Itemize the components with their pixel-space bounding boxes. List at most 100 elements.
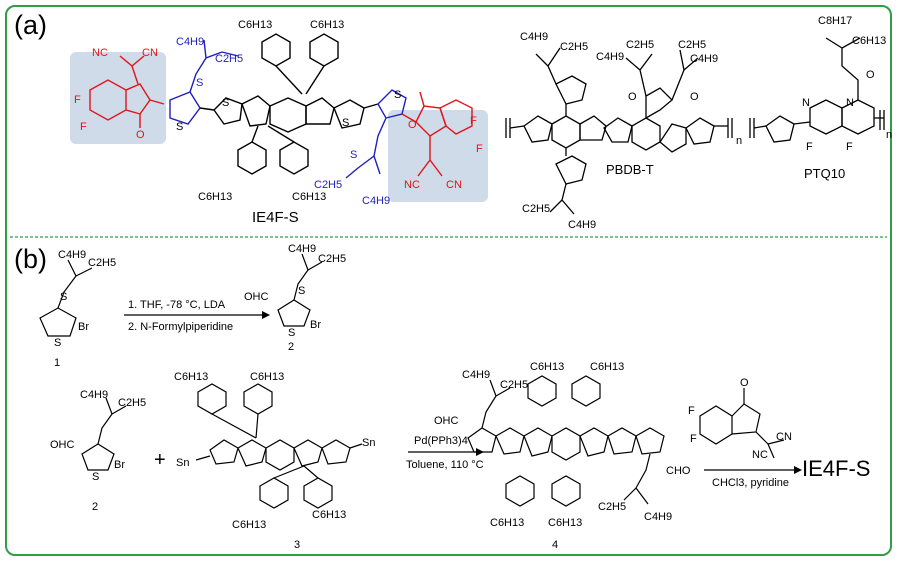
step1-cond1: 1. THF, -78 °C, LDA (128, 299, 226, 311)
ie4fs-s-core-right: S (342, 117, 349, 129)
cmpd1-number: 1 (54, 357, 60, 369)
ptq10-n: n (886, 129, 892, 141)
step3-f2: F (690, 433, 697, 445)
step2-solvent: Toluene, 110 °C (406, 459, 484, 471)
ie4fs-f2: F (80, 121, 87, 133)
pbdbt-o-a: O (628, 91, 637, 103)
cmpd3-number: 3 (294, 539, 300, 551)
cmpd4-c6h13-1: C6H13 (530, 361, 564, 373)
pbdbt-c4h9-bottom: C4H9 (568, 219, 596, 231)
ie4fs-left-chain: S C4H9 C2H5 (176, 36, 243, 89)
cmpd3-c6h13-3: C6H13 (232, 519, 266, 531)
cmpd2-s-side: S (298, 285, 305, 297)
ie4fs-cn-left: CN (142, 47, 158, 59)
pbdbt-c2h5-c: C2H5 (626, 39, 654, 51)
cmpd2-structure (277, 253, 323, 327)
ie4fs-s-left-ring: S (176, 121, 183, 133)
step3-conditions: CHCl3, pyridine (712, 477, 789, 489)
ptq10-labels: C8H17 C6H13 O N N F F n (802, 15, 892, 153)
cmpd2-number: 2 (288, 341, 294, 353)
ptq10-n2: N (846, 97, 854, 109)
cmpd1-structure (39, 259, 93, 337)
ie4fs-right-chain: S C2H5 C4H9 (314, 149, 390, 207)
cmpd4-c2h5: C2H5 (500, 379, 528, 391)
ie4fs-cn-right: CN (446, 179, 462, 191)
panel-a-label: (a) (14, 10, 47, 40)
cmpd4-c6h13-2: C6H13 (590, 361, 624, 373)
ie4fs-s-left-chain: S (196, 77, 203, 89)
cmpd2-c2h5: C2H5 (318, 253, 346, 265)
ie4fs-f4: F (476, 143, 483, 155)
pbdbt-c2h5-d: C2H5 (678, 39, 706, 51)
ptq10-c8h17: C8H17 (818, 15, 852, 27)
step3-reagent-labels: O F F CN NC (688, 377, 792, 461)
cmpd4-c6h13-4: C6H13 (548, 517, 582, 529)
ie4fs-c4h9-top: C4H9 (176, 36, 204, 48)
ie4fs-core-labels: S S C6H13 C6H13 C6H13 C6H13 (198, 19, 349, 203)
ptq10-c6h13: C6H13 (852, 35, 886, 47)
ie4fs-highlight-right (388, 110, 488, 202)
pbdbt-c4h9-b: C4H9 (596, 51, 624, 63)
pbdbt-c4h9-d: C4H9 (690, 53, 718, 65)
cmpd4-structure (467, 375, 665, 507)
ie4fs-s-right-chain: S (350, 149, 357, 161)
step1-cond2: 2. N-Formylpiperidine (128, 321, 233, 333)
ie4fs-left-texts: NC CN F F O (74, 47, 158, 141)
ie4fs-c2h5-bottom: C2H5 (314, 179, 342, 191)
pbdbt-labels: n C4H9 C2H5 C2H5 C4H9 C2H5 C4H9 O O C2H5… (520, 31, 742, 231)
ie4fs-c4h9-bottom: C4H9 (362, 195, 390, 207)
cmpd2-labels: C4H9 C2H5 OHC S Br S 2 (244, 243, 346, 353)
step2-cmpd2-c2h5: C2H5 (118, 397, 146, 409)
ptq10-f2: F (846, 141, 853, 153)
pbdbt-structure (505, 47, 733, 215)
cmpd2-s-ring: S (288, 327, 295, 339)
cmpd4-c4h9-b: C4H9 (644, 511, 672, 523)
cmpd1-labels: C4H9 C2H5 S Br S 1 (54, 249, 116, 369)
step2-plus: + (154, 449, 166, 471)
panel-b-label: (b) (14, 244, 47, 274)
cmpd4-cho: CHO (666, 465, 691, 477)
cmpd2-c4h9: C4H9 (288, 243, 316, 255)
cmpd1-c4h9: C4H9 (58, 249, 86, 261)
cmpd4-ohc: OHC (434, 415, 459, 427)
cmpd3-c6h13-4: C6H13 (312, 509, 346, 521)
cmpd3-c6h13-1: C6H13 (174, 371, 208, 383)
cmpd1-s-ring: S (54, 337, 61, 349)
cmpd2-br: Br (310, 319, 321, 331)
ie4fs-nc-right: NC (404, 179, 420, 191)
step3-nc: NC (752, 449, 768, 461)
ie4fs-core (199, 33, 379, 175)
cmpd1-s-side: S (60, 291, 67, 303)
ie4fs-c6h13-4: C6H13 (292, 191, 326, 203)
ie4fs-left-endgroup (89, 55, 165, 128)
step2-cmpd2-s: S (92, 471, 99, 483)
final-product: IE4F-S (802, 456, 870, 481)
cmpd4-labels: C4H9 C2H5 C6H13 C6H13 OHC CHO C6H13 C6H1… (434, 361, 691, 551)
cmpd3-labels: C6H13 C6H13 C6H13 C6H13 Sn Sn 3 (174, 371, 375, 551)
ie4fs-c2h5-top: C2H5 (215, 53, 243, 65)
ie4fs-c6h13-1: C6H13 (238, 19, 272, 31)
pbdbt-c2h5-a: C2H5 (560, 41, 588, 53)
cmpd3-sn-left: Sn (176, 457, 189, 469)
ie4fs-c6h13-3: C6H13 (198, 191, 232, 203)
cmpd4-c6h13-3: C6H13 (490, 517, 524, 529)
step2-cmpd2-br: Br (114, 459, 125, 471)
ie4fs-highlight-left (70, 52, 166, 144)
ie4fs-s-core-left: S (222, 97, 229, 109)
ie4fs-o-left: O (136, 129, 145, 141)
ptq10-f1: F (806, 141, 813, 153)
step2-cmpd2-c4h9: C4H9 (80, 389, 108, 401)
ie4fs-right-thiophene (345, 89, 407, 179)
step1-arrowhead (262, 311, 270, 319)
step3-f1: F (688, 405, 695, 417)
ptq10-n1: N (802, 97, 810, 109)
step3-reagent-structure (699, 388, 785, 459)
step2-cmpd2-number: 2 (92, 501, 98, 513)
cmpd3-c6h13-2: C6H13 (250, 371, 284, 383)
ie4fs-right-texts: O F F NC CN (404, 115, 483, 191)
cmpd4-number: 4 (552, 539, 558, 551)
step2-cmpd2-ohc: OHC (50, 439, 75, 451)
ptq10-name: PTQ10 (804, 166, 845, 181)
ie4fs-o-right: O (408, 119, 417, 131)
